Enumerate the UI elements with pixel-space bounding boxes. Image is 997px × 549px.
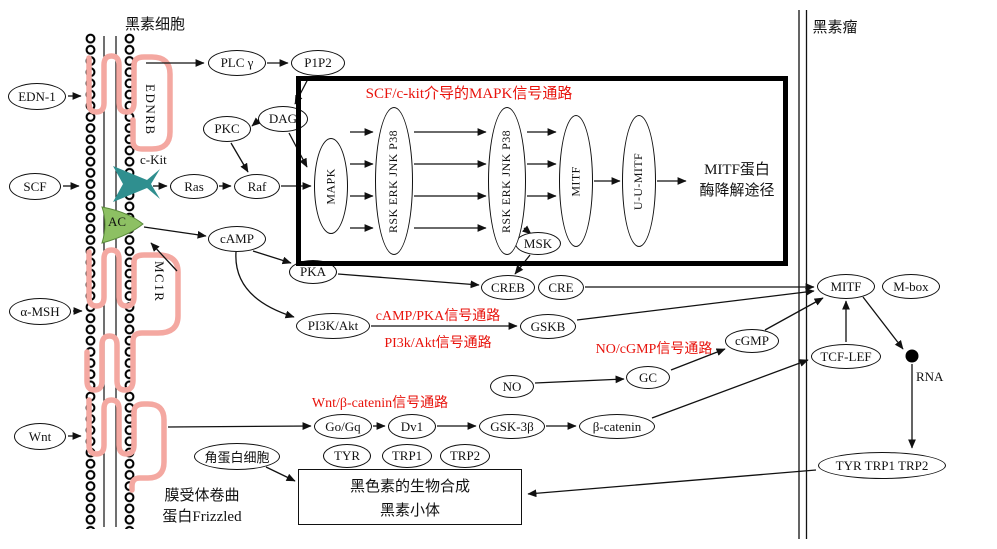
degradation-line1: MITF蛋白 [704,162,770,178]
frizzled-receptor-loop [129,401,167,493]
node-scf: SCF [9,173,61,200]
camp-pka-pathway-title: cAMP/PKA信号通路 [375,309,501,324]
membrane-beads-right [123,33,136,529]
node-mitf-v-label: MITF [568,165,583,197]
node-tcf-lef: TCF-LEF [811,344,881,369]
node-camp: cAMP [208,226,266,252]
biosynthesis-label: 黑色素的生物合成 [349,478,470,495]
mc1r-receptor-loop [84,252,181,393]
transcription-dot [905,349,919,363]
melanin-biosynthesis-box: 黑色素的生物合成 黑素小体 [298,469,522,525]
node-cgmp: cGMP [725,329,779,353]
node-m-box: M-box [882,274,940,299]
node-pi3k-akt: PI3K/Akt [296,313,370,339]
node-cre: CRE [538,275,584,300]
node-pka: PKA [289,260,337,284]
node-p1p2: P1P2 [291,50,345,76]
rna-label: RNA [916,369,944,384]
node-no: NO [490,375,534,398]
node-ras: Ras [170,174,218,199]
node-creb: CREB [481,275,535,300]
node-dv1: Dv1 [388,414,436,439]
c-kit-label: c-Kit [140,152,167,167]
node-rsk1-label: RSK ERK JNK P38 [386,129,401,233]
receptor-shapes [84,53,181,493]
ednrb-label: EDNRB [143,84,158,136]
node-tyr: TYR [323,444,371,468]
mitf-degradation-label: MITF蛋白 酶降解途径 [690,160,784,202]
node-gc: GC [626,366,670,389]
frizzled-label-line2: 蛋白Frizzled [162,509,242,525]
node-plc-gamma: PLC γ [208,50,266,76]
node-gskb: GSKB [520,314,576,339]
node-go-gq: Go/Gq [314,414,372,439]
mapk-pathway-title: SCF/c-kit介导的MAPK信号通路 [365,86,573,102]
wnt-pathway-title: Wnt/β-catenin信号通路 [311,396,449,411]
node-mitf: MITF [817,274,875,299]
node-mapk: MAPK [314,138,348,234]
node-trp2: TRP2 [440,444,490,468]
node-beta-catenin: β-catenin [579,414,655,439]
no-cgmp-pathway-title: NO/cGMP信号通路 [595,342,713,357]
node-mitf-vertical: MITF [559,115,593,247]
node-dag: DAG [258,106,308,132]
ednrb-receptor-shape [86,53,137,115]
node-uumitf-label: U-U-MITF [631,152,646,210]
melanosome-label: 黑素小体 [379,502,440,519]
node-rsk-erk-jnk-p38-2: RSK ERK JNK P38 [488,107,526,255]
melanoma-divider-lines [798,10,808,539]
melanocyte-label: 黑素细胞 [124,17,185,33]
node-alpha-msh: α-MSH [9,298,71,325]
node-wnt: Wnt [14,423,66,450]
frizzled-label-line1: 膜受体卷曲 [164,488,240,504]
node-gsk3b: GSK-3β [479,414,545,439]
ac-label: AC [107,214,127,229]
node-keratinocyte: 角蛋白细胞 [194,443,280,470]
node-edn1: EDN-1 [8,83,66,110]
node-mapk-label: MAPK [323,167,338,205]
frizzled-label: 膜受体卷曲 蛋白Frizzled [146,486,258,528]
degradation-line2: 酶降解途径 [699,183,775,199]
node-pkc: PKC [203,116,251,142]
node-rsk2-label: RSK ERK JNK P38 [499,129,514,233]
mc1r-label: MC1R [152,261,167,303]
node-msk: MSK [515,232,561,255]
frizzled-receptor-shape [86,397,137,457]
node-trp1: TRP1 [382,444,432,468]
ac-shape [101,206,144,244]
ednrb-receptor-loop [130,54,173,152]
node-rsk-erk-jnk-p38-1: RSK ERK JNK P38 [375,107,413,255]
node-tyr-trp1-trp2: TYR TRP1 TRP2 [818,452,946,479]
melanoma-label: 黑素瘤 [812,20,858,36]
node-u-u-mitf: U-U-MITF [622,115,656,247]
node-raf: Raf [234,174,280,199]
pi3k-akt-pathway-title: PI3k/Akt信号通路 [384,336,492,351]
ckit-receptor-shape [113,166,160,202]
mc1r-receptor-shape [86,247,137,309]
